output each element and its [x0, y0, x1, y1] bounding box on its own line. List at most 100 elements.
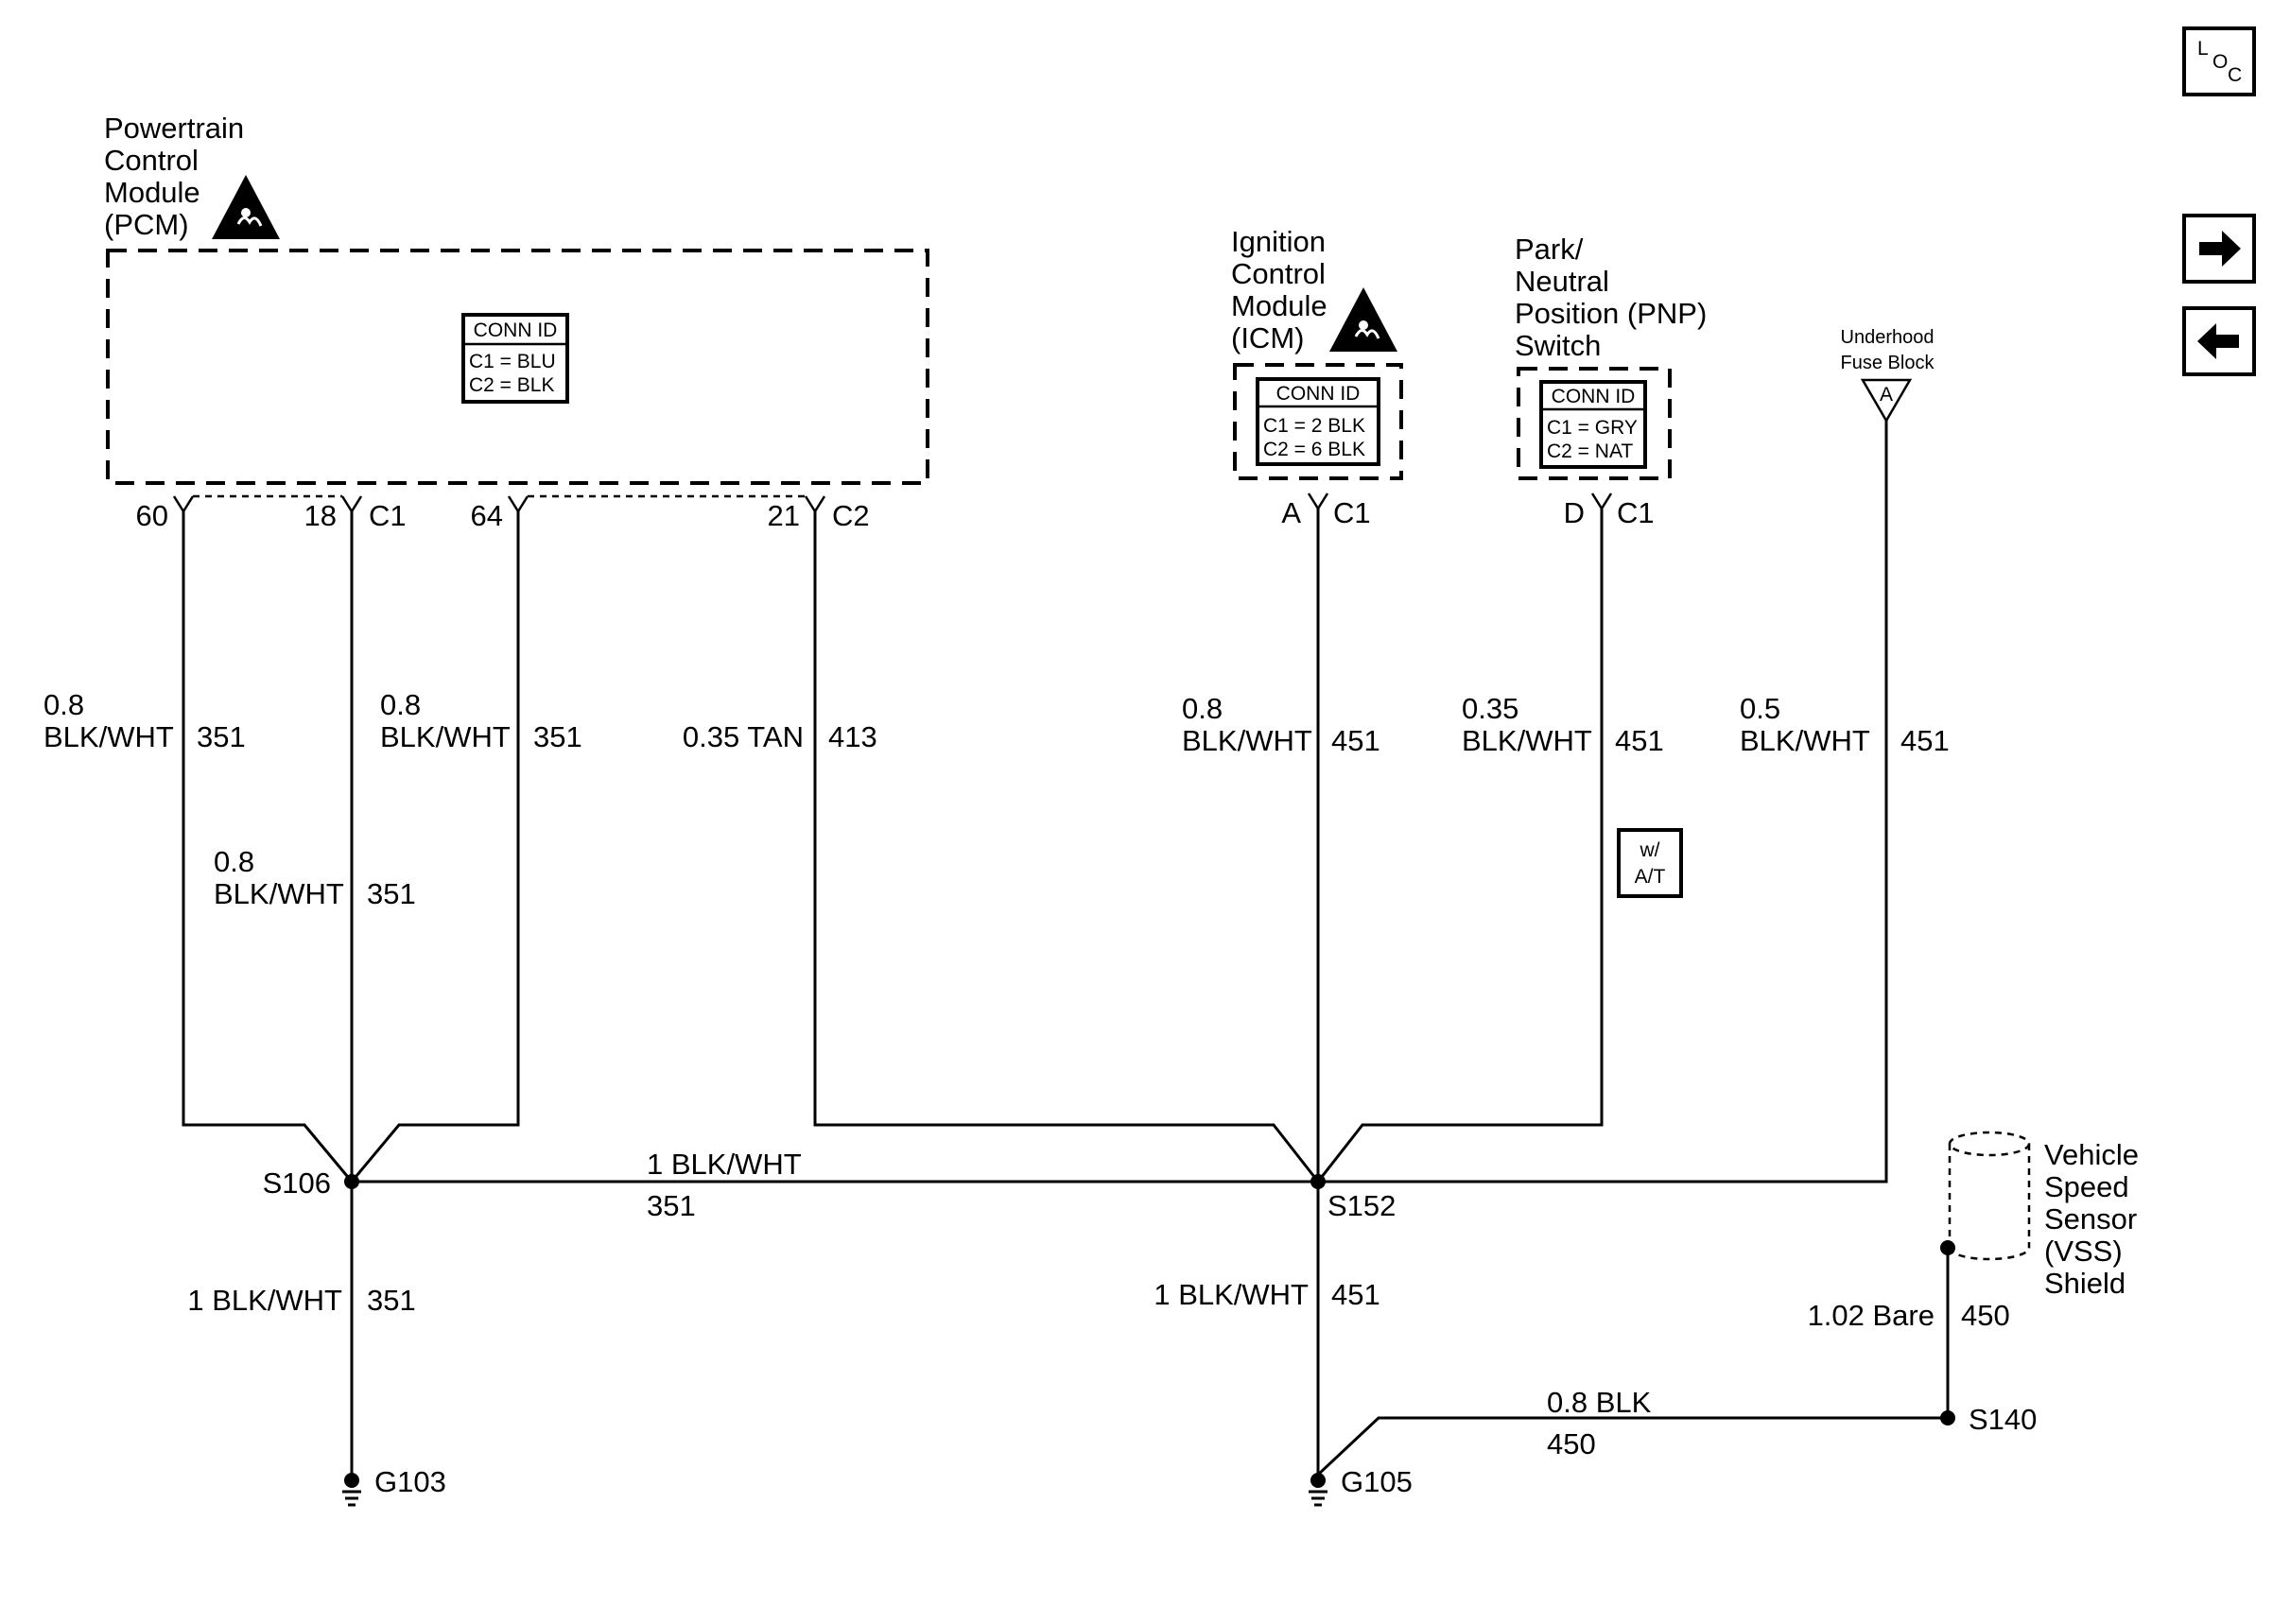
pcm-conn-id-c2: C2 = BLK	[469, 374, 554, 396]
option-box-line-2: A/T	[1635, 866, 1666, 888]
pcm-conn-id-box	[461, 313, 569, 404]
wire-pcm-64	[350, 511, 520, 1183]
fuse-block-name-line-2: Fuse Block	[1841, 353, 1935, 373]
pnp-conn-id-c2: C2 = NAT	[1547, 441, 1633, 462]
ground-g103-label: G103	[374, 1465, 446, 1498]
pcm-name-line-2: Control	[104, 144, 199, 177]
icm-pin-a-label: A	[1281, 496, 1301, 529]
next-page-button[interactable]	[2182, 214, 2256, 284]
pnp-outline	[1517, 367, 1672, 480]
icm-name-line-1: Ignition	[1231, 225, 1326, 258]
vss-name-line-2: Speed	[2044, 1170, 2129, 1203]
pcm-pin-60-connector	[172, 495, 195, 514]
pnp-switch: Park/ Neutral Position (PNP) Switch CONN…	[1515, 233, 1707, 529]
pcm-pin-60-label: 60	[136, 499, 168, 532]
wire-s106-g103-size-color: 1 BLK/WHT	[187, 1284, 342, 1317]
pcm-pin-21-connector	[804, 495, 826, 514]
pcm-outline	[106, 249, 929, 485]
location-button-c: C	[2228, 64, 2242, 86]
pcm-conn-id-title: CONN ID	[474, 320, 558, 341]
wire-pnp-circuit: 451	[1615, 724, 1664, 757]
vss-name-line-5: Shield	[2044, 1267, 2126, 1300]
icm-outline	[1233, 363, 1403, 480]
wire-s106-g103-circuit: 351	[367, 1284, 416, 1317]
wire-pnp-size: 0.35	[1462, 692, 1518, 725]
wire-s106-s152-circuit: 351	[647, 1189, 696, 1222]
pcm-pin-18-connector	[340, 495, 363, 514]
splice-s152-label: S152	[1327, 1189, 1396, 1222]
pnp-name-line-3: Position (PNP)	[1515, 297, 1707, 330]
pnp-name-line-2: Neutral	[1515, 265, 1609, 298]
pnp-pin-d-label: D	[1564, 496, 1585, 529]
wire-18-circuit: 351	[367, 877, 416, 910]
pnp-pin-d-connector	[1590, 492, 1613, 511]
wire-60-size: 0.8	[43, 688, 84, 721]
previous-page-button[interactable]	[2182, 306, 2256, 376]
pcm-pin-18-label: 18	[304, 499, 337, 532]
wire-60-circuit: 351	[197, 720, 246, 753]
pcm-pin-64-label: 64	[471, 499, 503, 532]
icm-pin-a-connector	[1307, 492, 1329, 511]
vss-shield: Vehicle Speed Sensor (VSS) Shield	[1940, 1131, 2139, 1300]
wire-21-circuit: 413	[828, 720, 877, 753]
vss-name-line-1: Vehicle	[2044, 1138, 2139, 1171]
location-button-l: L	[2197, 38, 2209, 60]
splice-s152: S152	[1310, 1174, 1396, 1222]
esd-warning-icon	[1329, 287, 1397, 352]
wire-64-circuit: 351	[533, 720, 582, 753]
underhood-fuse-block: Underhood Fuse Block A	[1841, 327, 1935, 423]
pnp-conn-id-c1: C1 = GRY	[1547, 417, 1638, 439]
wire-icm-color: BLK/WHT	[1182, 724, 1312, 757]
ground-g103: G103	[342, 1465, 446, 1507]
icm-conn-id-c1: C1 = 2 BLK	[1263, 415, 1365, 437]
icm-conn-id-title: CONN ID	[1276, 383, 1361, 405]
icm-module: Ignition Control Module (ICM) CONN ID C1…	[1231, 225, 1403, 529]
icm-name-line-4: (ICM)	[1231, 321, 1304, 354]
pcm-name-line-3: Module	[104, 176, 200, 209]
wire-18-color: BLK/WHT	[214, 877, 344, 910]
wire-s106-s152-size-color: 1 BLK/WHT	[647, 1148, 802, 1181]
location-button-o: O	[2212, 51, 2228, 73]
fuse-block-name-line-1: Underhood	[1841, 327, 1935, 348]
arrow-right-icon	[2199, 231, 2241, 267]
pnp-conn-id-title: CONN ID	[1552, 386, 1636, 407]
splice-s140: S140	[1940, 1403, 2037, 1436]
splice-s106: S106	[263, 1166, 359, 1200]
wire-64-color: BLK/WHT	[380, 720, 511, 753]
wire-s140-g105	[1316, 1416, 1948, 1477]
wire-pcm-60	[182, 511, 354, 1183]
pnp-name-line-4: Switch	[1515, 329, 1601, 362]
location-button[interactable]: L O C	[2182, 26, 2256, 96]
wire-icm-size: 0.8	[1182, 692, 1223, 725]
wire-pnp-color: BLK/WHT	[1462, 724, 1592, 757]
icm-conn-id-c2: C2 = 6 BLK	[1263, 439, 1365, 460]
wire-network	[182, 421, 1950, 1477]
wire-64-size: 0.8	[380, 688, 421, 721]
wire-s140-g105-size-color: 0.8 BLK	[1547, 1386, 1652, 1419]
icm-name-line-2: Control	[1231, 257, 1326, 290]
pcm-connector-c2-label: C2	[832, 499, 870, 532]
pnp-name-line-1: Park/	[1515, 233, 1584, 266]
wire-s140-g105-circuit: 450	[1547, 1427, 1596, 1460]
wire-pnp	[1316, 509, 1604, 1183]
wire-fuse-size: 0.5	[1740, 692, 1780, 725]
option-box-line-1: w/	[1640, 839, 1660, 861]
icm-connector-c1-label: C1	[1333, 496, 1371, 529]
wire-18-size: 0.8	[214, 845, 254, 878]
wire-icm-circuit: 451	[1331, 724, 1380, 757]
vss-name-line-4: (VSS)	[2044, 1235, 2123, 1268]
esd-warning-icon	[212, 175, 280, 239]
arrow-left-icon	[2197, 323, 2239, 359]
ground-g105: G105	[1309, 1465, 1413, 1507]
wire-pcm-21	[813, 511, 1320, 1183]
pcm-pin-21-label: 21	[768, 499, 800, 532]
fuse-block-terminal-label: A	[1880, 384, 1893, 406]
splice-s106-label: S106	[263, 1166, 331, 1200]
pcm-module: Powertrain Control Module (PCM) CONN ID …	[104, 112, 929, 532]
icm-conn-id-box	[1256, 377, 1380, 466]
vss-name-line-3: Sensor	[2044, 1202, 2137, 1235]
option-box-automatic-transmission: w/ A/T	[1617, 828, 1683, 898]
pcm-name-line-1: Powertrain	[104, 112, 244, 145]
pcm-connector-c1-label: C1	[369, 499, 407, 532]
